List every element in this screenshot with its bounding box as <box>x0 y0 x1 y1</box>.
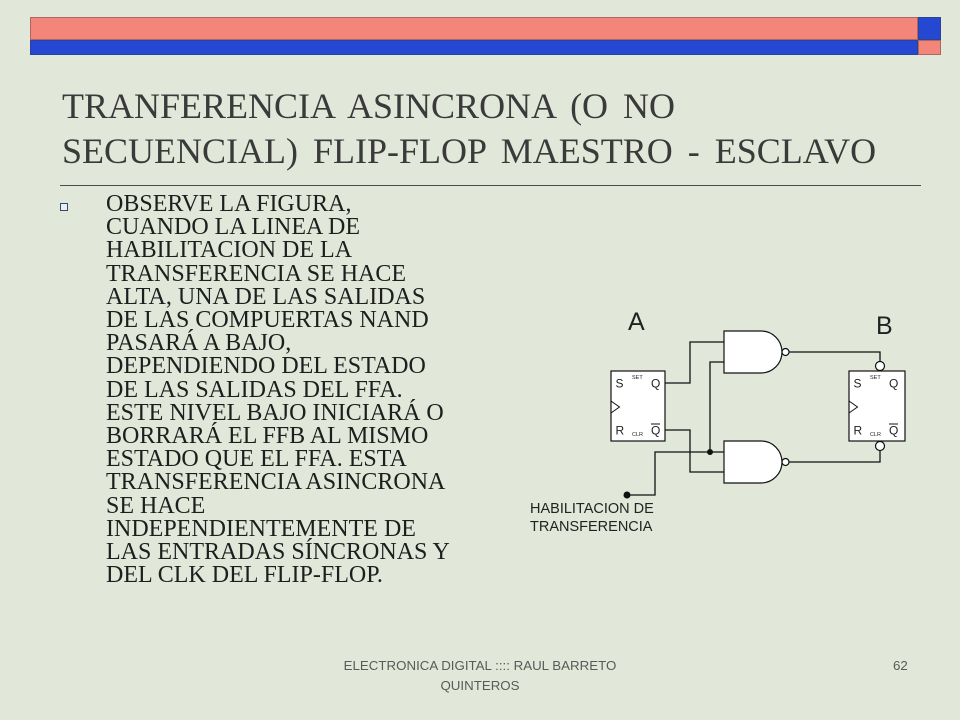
page-number: 62 <box>893 658 908 673</box>
bullet-text-line: ESTADO QUE EL FFA. ESTA <box>106 446 407 473</box>
wire-enable-to-bottom-nand <box>627 451 724 496</box>
wire-top-nand-to-b-preset <box>789 351 881 362</box>
bullet-text-line: TRANSFERENCIA SE HACE <box>106 260 407 287</box>
nand-gate-top-output-bubble <box>781 347 790 357</box>
flip-flop-a-set-input: S <box>616 377 624 391</box>
bullet-text-line: DEL CLK DEL FLIP-FLOP. <box>106 562 383 589</box>
header-bar-blue <box>30 40 918 55</box>
wire-enable-to-top-nand <box>709 361 724 452</box>
flip-flop-a-clr-tag: CLR <box>632 432 643 438</box>
flip-flop-b-label: B <box>876 312 893 340</box>
hollow-square-bullet-icon <box>60 203 68 211</box>
flip-flop-a: S SET Q R CLR Q <box>610 370 666 442</box>
bullet-text-line: DEPENDIENDO DEL ESTADO <box>106 353 426 380</box>
flip-flop-b-clock-triangle-icon <box>848 400 859 414</box>
bullet-text-line: PASARÁ A BAJO, <box>106 330 292 357</box>
bullet-text-line: OBSERVE LA FIGURA, <box>106 191 352 217</box>
footer-line: QUINTEROS <box>440 678 520 693</box>
flip-flop-a-clock-triangle-icon <box>610 400 621 414</box>
title-line: TRANFERENCIA ASINCRONA (O NO <box>62 86 676 126</box>
master-slave-transfer-diagram: A B S SET Q R CLR Q S SET Q R CLR Q <box>530 308 906 535</box>
footer-text: ELECTRONICA DIGITAL :::: RAUL BARRETO QU… <box>330 656 630 696</box>
flip-flop-a-set-tag: SET <box>632 375 643 381</box>
bullet-text-line: ALTA, UNA DE LAS SALIDAS <box>106 283 426 310</box>
flip-flop-a-label: A <box>628 308 645 336</box>
bullet-text-line: LAS ENTRADAS SÍNCRONAS Y <box>106 539 450 566</box>
flip-flop-b-clr-tag: CLR <box>870 432 881 438</box>
bullet-text-line: DE LAS SALIDAS DEL FFA. <box>106 376 403 403</box>
bullet-text-line: BORRARÁ EL FFB AL MISMO <box>106 423 429 450</box>
flip-flop-b-clear-bubble <box>874 440 886 452</box>
flip-flop-b-q-output: Q <box>889 377 898 391</box>
flip-flop-b-body <box>848 370 906 442</box>
bullet-text-line: ESTE NIVEL BAJO INICIARÁ O <box>106 399 444 426</box>
flip-flop-a-q-bar-output: Q <box>651 424 660 438</box>
enable-label-line: TRANSFERENCIA <box>530 519 653 535</box>
footer-line: ELECTRONICA DIGITAL :::: RAUL BARRETO <box>343 658 617 673</box>
header-square-blue <box>918 17 941 40</box>
nand-gate-bottom-output-bubble <box>781 457 790 467</box>
bullet-text-line: DE LAS COMPUERTAS NAND <box>106 307 429 334</box>
header-bar-salmon <box>30 17 918 40</box>
wire-q-a-to-top-nand <box>665 341 724 384</box>
enable-input-dot <box>623 491 631 499</box>
nand-gate-bottom <box>723 440 783 484</box>
bullet-text-line: CUANDO LA LINEA DE <box>106 214 360 241</box>
enable-label-line: HABILITACION DE <box>530 501 654 517</box>
title-divider <box>60 185 921 186</box>
slide-title: TRANFERENCIA ASINCRONA (O NO SECUENCIAL)… <box>62 84 942 174</box>
flip-flop-b-set-input: S <box>854 377 862 391</box>
flip-flop-b-set-tag: SET <box>870 375 881 381</box>
bullet-text-line: TRANSFERENCIA ASINCRONA <box>106 469 446 496</box>
wire-bottom-nand-to-b-clear <box>789 450 881 463</box>
flip-flop-b-preset-bubble <box>874 360 886 372</box>
flip-flop-a-q-output: Q <box>651 377 660 391</box>
wire-q-bar-a-to-bottom-nand <box>665 429 724 473</box>
bullet-text-line: HABILITACION DE LA <box>106 237 353 264</box>
bullet-text-line: SE HACE <box>106 492 206 519</box>
flip-flop-b-reset-input: R <box>854 424 863 438</box>
junction-dot <box>707 449 713 455</box>
flip-flop-a-body <box>610 370 666 442</box>
flip-flop-b-q-bar-output: Q <box>889 424 898 438</box>
nand-gate-top <box>723 330 783 374</box>
bullet-text-line: INDEPENDIENTEMENTE DE <box>106 515 416 542</box>
title-line: SECUENCIAL) FLIP-FLOP MAESTRO - ESCLAVO <box>62 131 877 171</box>
header-square-salmon <box>918 40 941 55</box>
flip-flop-a-reset-input: R <box>616 424 625 438</box>
bullet-text: OBSERVE LA FIGURA, CUANDO LA LINEA DE HA… <box>106 191 506 589</box>
flip-flop-b: S SET Q R CLR Q <box>848 360 906 452</box>
